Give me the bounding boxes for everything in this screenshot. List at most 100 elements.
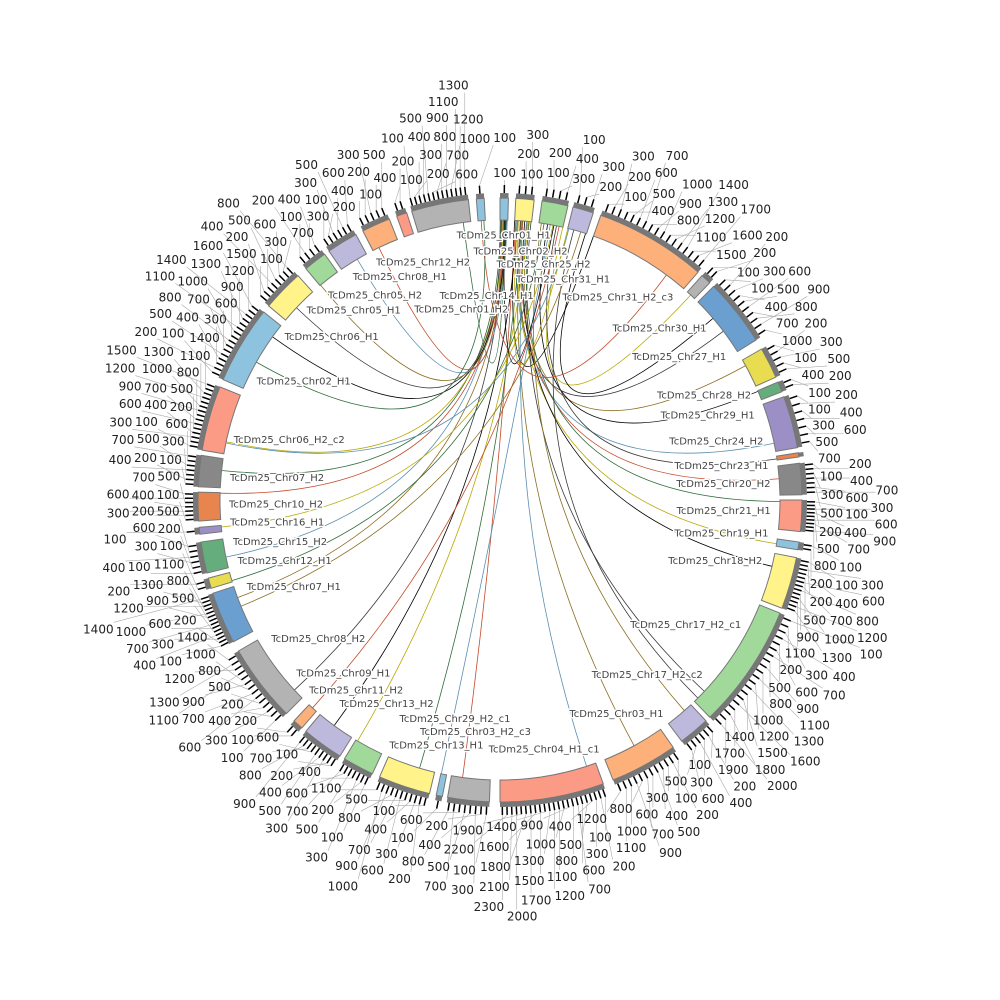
segment-label: TcDm25_Chr06_H1 [284, 332, 379, 343]
tick-leader-line [125, 557, 191, 562]
chromosome-segment[interactable] [339, 739, 383, 785]
axis-tick [583, 196, 588, 206]
chord-link [539, 224, 759, 424]
chromosome-segment[interactable] [762, 394, 810, 452]
segment-block[interactable] [200, 538, 229, 574]
chromosome-segment[interactable] [757, 378, 794, 401]
tick-leader-line [207, 288, 235, 332]
chromosome-segment[interactable] [188, 538, 229, 575]
segment-block[interactable] [475, 197, 486, 222]
segment-block[interactable] [604, 728, 674, 781]
segment-block[interactable] [343, 739, 383, 775]
chromosome-segment[interactable] [259, 267, 314, 321]
segment-block[interactable] [411, 199, 472, 233]
chromosome-segment[interactable] [211, 305, 282, 390]
chromosome-segment[interactable] [775, 451, 804, 461]
chromosome-segment[interactable] [196, 571, 233, 591]
tick-label: 200 [234, 714, 257, 728]
chromosome-segment[interactable] [298, 713, 353, 767]
segment-block[interactable] [197, 454, 224, 489]
chromosome-segment[interactable] [323, 224, 368, 270]
chromosome-segment[interactable] [186, 524, 223, 535]
tick-leader-line [308, 771, 341, 805]
segment-block[interactable] [775, 538, 800, 551]
chromosome-segment[interactable] [375, 756, 436, 806]
chromosome-segment[interactable] [697, 279, 766, 353]
chromosome-segment[interactable] [741, 344, 787, 387]
chromosome-segment[interactable] [538, 188, 570, 228]
chromosome-segment[interactable] [693, 604, 792, 725]
segment-block[interactable] [305, 253, 339, 287]
segment-block[interactable] [446, 775, 491, 803]
axis-tick [565, 192, 569, 201]
segment-block[interactable] [293, 704, 318, 729]
axis-tick [665, 234, 672, 243]
segment-block[interactable] [362, 218, 399, 252]
segment-block[interactable] [378, 756, 436, 795]
segment-block[interactable] [567, 206, 594, 235]
axis-tick [306, 742, 313, 750]
chromosome-segment[interactable] [604, 728, 679, 792]
segment-block[interactable] [499, 762, 604, 803]
tick-label: 400 [665, 809, 688, 823]
chromosome-segment[interactable] [189, 383, 242, 455]
segment-block[interactable] [396, 212, 415, 238]
segment-block[interactable] [777, 499, 803, 533]
chromosome-segment[interactable] [446, 775, 491, 815]
segment-block[interactable] [212, 585, 254, 643]
tick-label: 700 [182, 712, 205, 726]
segment-block[interactable] [775, 452, 800, 461]
chromosome-segment[interactable] [667, 704, 714, 751]
chromosome-segment[interactable] [475, 185, 486, 222]
chromosome-segment[interactable] [359, 207, 399, 252]
segment-block[interactable] [198, 524, 223, 535]
chromosome-segment[interactable] [435, 773, 448, 809]
segment-label: TcDm25_Chr05_H2 [327, 291, 422, 302]
segment-axis-band [234, 651, 287, 718]
tick-label: 200 [849, 457, 872, 471]
chromosome-segment[interactable] [200, 585, 254, 647]
chromosome-segment[interactable] [185, 454, 224, 489]
segment-block[interactable] [305, 713, 353, 757]
chromosome-segment[interactable] [499, 762, 607, 815]
tick-label: 800 [159, 291, 182, 305]
axis-tick [422, 194, 427, 203]
segment-block[interactable] [201, 386, 242, 455]
chromosome-segment[interactable] [686, 267, 718, 300]
chromosome-segment[interactable] [185, 491, 222, 522]
chromosome-segment[interactable] [299, 244, 339, 287]
segment-block[interactable] [757, 381, 783, 401]
segment-block[interactable] [267, 274, 314, 321]
segment-block[interactable] [538, 200, 569, 228]
axis-tick [806, 477, 815, 480]
chromosome-segment[interactable] [777, 462, 815, 496]
segment-block[interactable] [514, 197, 535, 223]
segment-axis-band [542, 195, 570, 206]
segment-block[interactable] [499, 197, 509, 221]
chromosome-segment[interactable] [514, 185, 535, 223]
segment-block[interactable] [667, 704, 707, 742]
chromosome-segment[interactable] [592, 203, 705, 290]
segment-block[interactable] [762, 396, 798, 452]
chromosome-segment[interactable] [286, 704, 318, 737]
chromosome-segment[interactable] [760, 552, 809, 612]
segment-block[interactable] [328, 233, 368, 270]
segment-block[interactable] [686, 274, 711, 300]
chromosome-segment[interactable] [394, 201, 415, 238]
segment-block[interactable] [207, 571, 233, 589]
segment-block[interactable] [197, 491, 222, 522]
chromosome-segment[interactable] [228, 639, 303, 722]
segment-block[interactable] [592, 214, 699, 290]
chromosome-segment[interactable] [567, 195, 595, 235]
segment-block[interactable] [697, 285, 757, 353]
chromosome-segment[interactable] [777, 499, 815, 533]
chromosome-segment[interactable] [409, 186, 472, 233]
chromosome-segment[interactable] [775, 538, 812, 551]
chromosome-segment[interactable] [499, 185, 509, 221]
segment-label: TcDm25_Chr08_H1 [352, 272, 447, 283]
segment-block[interactable] [435, 773, 448, 798]
axis-tick [186, 464, 195, 467]
segment-block[interactable] [760, 552, 798, 609]
segment-block[interactable] [777, 462, 803, 496]
segment-block[interactable] [741, 348, 777, 387]
